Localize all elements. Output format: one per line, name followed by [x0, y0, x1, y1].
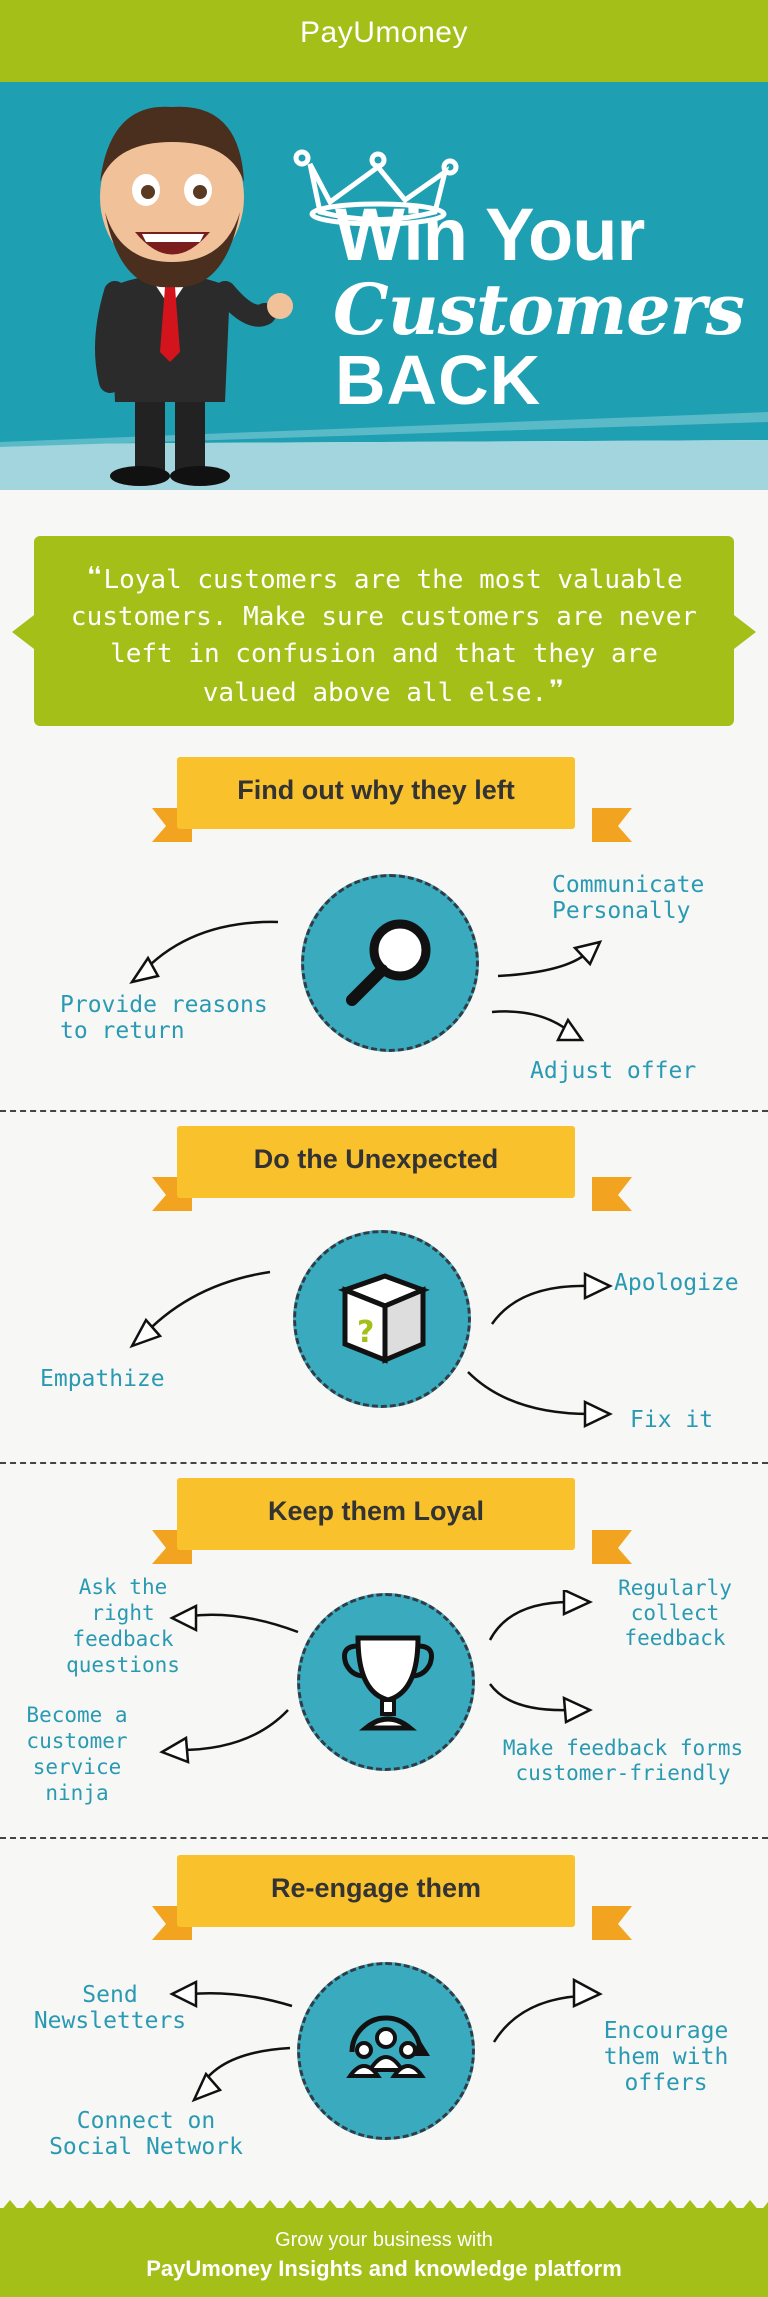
section-4-circle [297, 1962, 475, 2140]
quote-arrow-right [730, 612, 756, 652]
label-empathize: Empathize [40, 1366, 165, 1392]
section-3-ribbon [177, 1478, 575, 1550]
section-2-arrows [129, 1270, 613, 1428]
quote-text: ❝Loyal customers are the most valuable c… [60, 560, 708, 712]
payumoney-logo[interactable]: PayUmoney [0, 16, 768, 50]
section-2-ribbon [177, 1126, 575, 1198]
top-bar [0, 0, 768, 82]
hero-title-line3: BACK [335, 341, 542, 419]
section-divider-2 [0, 1462, 768, 1464]
section-1-heading: Find out why they left [237, 775, 515, 805]
label-feedback-forms: Make feedback forms customer-friendly [502, 1736, 744, 1785]
quote-body: Loyal customers are the most valuable cu… [70, 565, 698, 708]
section-divider-3 [0, 1837, 768, 1839]
logo-text-left: PayU [300, 16, 376, 49]
svg-text:?: ? [357, 1315, 374, 1350]
label-encourage-offers: Encourage them with offers [603, 2018, 729, 2096]
hero-title-line1: Win Your [335, 193, 645, 276]
quote-open-mark: ❝ [85, 561, 104, 596]
label-adjust-offer: Adjust offer [530, 1058, 697, 1084]
label-ask-feedback-questions: Ask the right feedback questions [66, 1575, 180, 1677]
businessman-mascot [95, 106, 293, 486]
section-divider-1 [0, 1110, 768, 1112]
label-social-network: Connect on Social Network [49, 2108, 243, 2160]
section-1-ribbon [177, 757, 575, 829]
quote-close-mark: ❞ [547, 674, 566, 709]
people-network-icon [346, 2015, 430, 2078]
section-1-arrows [129, 920, 603, 1042]
footer-platform-link[interactable]: PayUmoney Insights and knowledge platfor… [146, 2256, 622, 2281]
label-communicate-personally: Communicate Personally [552, 872, 705, 924]
hero-title-line2: Customers [333, 268, 745, 351]
quote-arrow-left [12, 612, 38, 652]
section-3-heading: Keep them Loyal [267, 1496, 485, 1526]
section-4-ribbon [177, 1855, 575, 1927]
section-3-arrows [159, 1590, 593, 1764]
label-collect-feedback: Regularly collect feedback [618, 1576, 732, 1650]
label-service-ninja: Become a customer service ninja [26, 1703, 128, 1805]
label-send-newsletters: Send Newsletters [33, 1982, 187, 2034]
section-4-arrows [169, 1977, 603, 2103]
footer-tagline: Grow your business with [275, 2229, 493, 2251]
section-4-heading: Re-engage them [270, 1873, 482, 1903]
magnifier-icon [346, 919, 431, 1006]
quote-box [34, 536, 734, 726]
trophy-icon [342, 1635, 434, 1731]
section-2-heading: Do the Unexpected [253, 1144, 499, 1174]
label-apologize: Apologize [614, 1270, 739, 1296]
logo-text-right: money [375, 16, 468, 49]
crown-icon [293, 149, 459, 227]
hero-banner [0, 82, 768, 490]
label-fix-it: Fix it [630, 1407, 714, 1433]
label-provide-reasons: Provide reasons to return [60, 992, 268, 1044]
footer-bar [0, 2208, 768, 2297]
mystery-box-icon: ? [337, 1273, 430, 1364]
